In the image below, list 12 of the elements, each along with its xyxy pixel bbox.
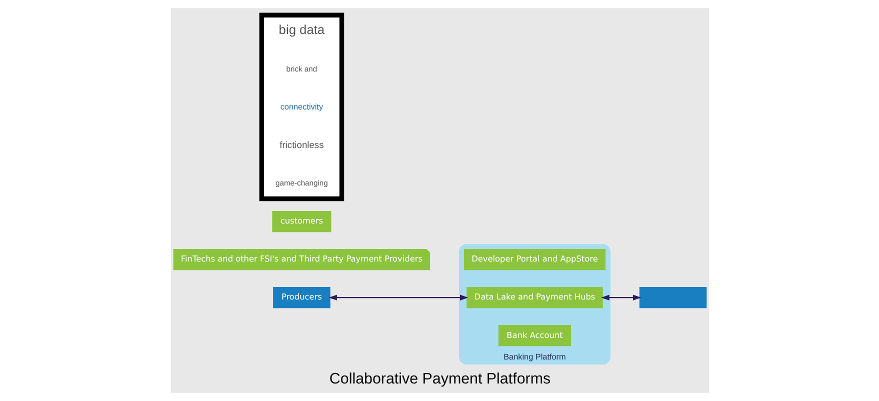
arrow	[328, 294, 468, 300]
node-box: Producers	[272, 287, 330, 308]
node-text: frictionless	[279, 140, 324, 150]
node-box: customers	[272, 211, 331, 232]
cluster	[258, 12, 344, 202]
node-box: Data Lake and Payment Hubs	[466, 287, 602, 308]
node-box: Bank Account	[498, 325, 570, 346]
caption: Collaborative Payment Platforms	[328, 370, 550, 388]
node-text: big data	[278, 22, 324, 38]
node-box	[638, 287, 706, 308]
node-box: Developer Portal and AppStore	[463, 249, 605, 270]
arrow	[600, 294, 641, 300]
